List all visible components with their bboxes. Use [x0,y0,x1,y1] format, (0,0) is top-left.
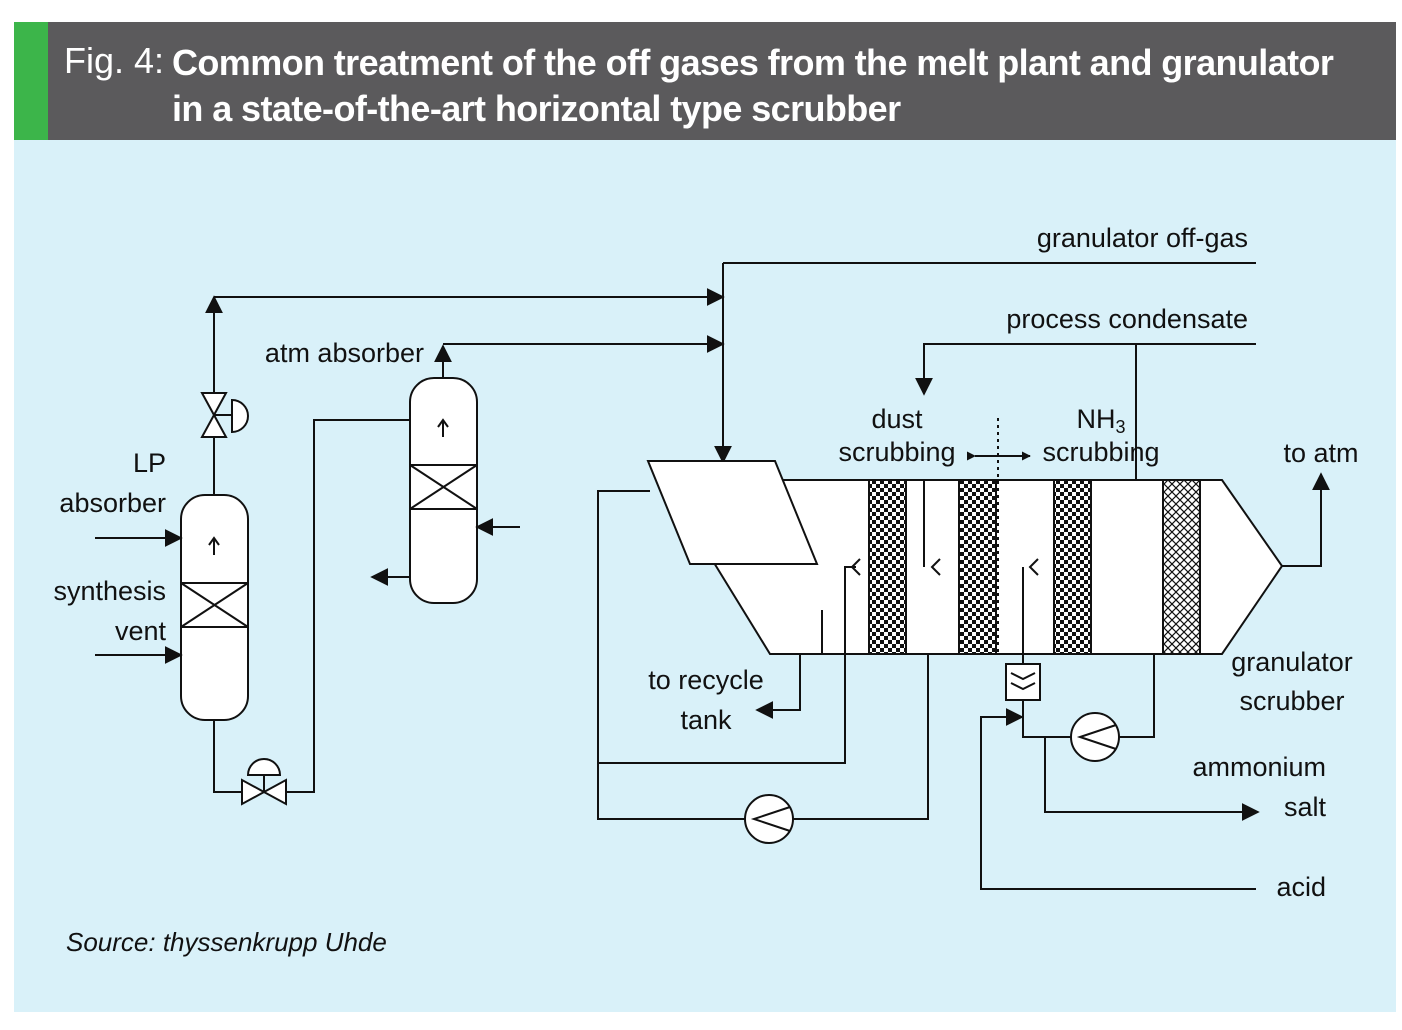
label-acid: acid [1276,872,1326,902]
ammonium-salt-line [1044,737,1260,821]
acid-line [980,708,1256,890]
label-ammonium: ammonium [1192,752,1326,782]
source-credit: Source: thyssenkrupp Uhde [66,927,387,957]
lp-absorber-inner-arrow [208,536,220,555]
static-mixer-internals [1010,672,1036,691]
header-accent-bar [14,22,48,140]
label-granulator: granulator [1231,647,1353,677]
label-lp: LP [133,448,166,478]
label-scrubber: scrubber [1239,686,1344,716]
label-granulator-off-gas: granulator off-gas [1037,223,1248,253]
label-atm-absorber: atm absorber [265,338,424,368]
lp-absorber-packing-cross [180,582,249,628]
nh3-packing-bed [1053,479,1092,655]
static-mixer [1005,663,1041,701]
recycle-loop-lower [597,763,745,820]
label-nh3-scrubbing: scrubbing [1042,437,1159,467]
nh3-recirc-spray-arrow [1028,558,1039,576]
lp-bottom-line [213,720,242,793]
label-to-recycle: to recycle [648,665,764,695]
dust-packing-bed-2 [958,479,997,655]
label-to-atm: to atm [1283,438,1358,468]
label-dust: dust [871,404,923,434]
gas-inlet-duct [646,460,819,565]
to-atm-line [1282,472,1330,567]
transfer-line-to-atm-absorber [286,419,410,793]
process-condensate-line [915,343,1256,396]
figure-number: Fig. 4: [64,40,165,81]
mixer-outlet-line [1022,700,1071,738]
recycle-loop-upper [597,490,856,764]
label-synthesis: synthesis [53,576,166,606]
lp-valve-actuator [214,398,249,434]
atm-absorber-inner-arrow [437,418,449,437]
label-dust-scrubbing: scrubbing [838,437,955,467]
label-absorber: absorber [59,488,166,518]
dust-packing-bed-1 [868,479,907,655]
bottom-valve-actuator [246,758,282,792]
nh3-pump-chevron [1076,724,1117,750]
dust-spray-arrow [930,558,941,576]
recycle-pump-chevron [750,806,791,832]
label-nh3: NH3 [1076,404,1125,437]
label-process-condensate: process condensate [1006,304,1248,334]
recycle-pump-suction [793,654,929,820]
figure-title: Common treatment of the off gases from t… [172,42,1334,129]
figure-header: Fig. 4: Common treatment of the off gase… [14,22,1396,140]
to-recycle-tank-line [755,654,801,719]
label-tank: tank [680,705,732,735]
label-salt: salt [1284,792,1327,822]
atm-absorber-packing-cross [409,464,478,510]
label-vent: vent [115,616,167,646]
demister-pad [1162,479,1201,655]
nh3-pump-suction [1119,654,1155,738]
